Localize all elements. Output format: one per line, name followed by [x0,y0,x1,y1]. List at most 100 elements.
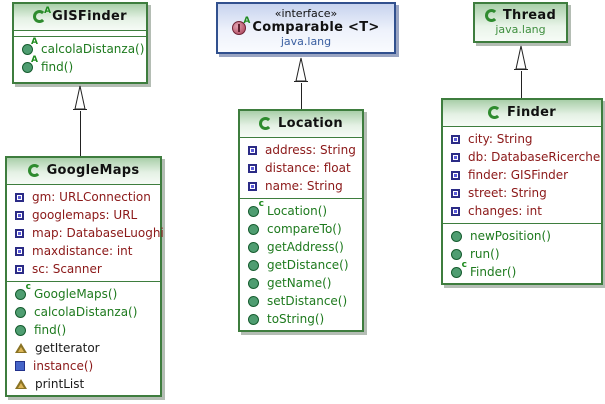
operation-row[interactable]: find() [7,321,160,339]
public-method-icon [451,248,462,260]
class-box-location[interactable]: Location address: String distance: float… [238,109,364,332]
operation-label: newPosition() [470,229,551,243]
attribute-label: changes: int [468,204,542,218]
operation-row[interactable]: getIterator [7,339,160,357]
attribute-row[interactable]: map: DatabaseLuoghi [7,224,164,242]
field-icon [15,210,24,220]
package-label: java.lang [495,23,546,36]
operation-row[interactable]: c GoogleMaps() [7,282,160,303]
class-box-gisfinder[interactable]: A GISFinder A calcolaDistanza() A find() [12,2,148,84]
class-header: A GISFinder [14,4,146,30]
connector-line [79,111,81,156]
class-title: Location [278,116,343,131]
abstract-method-icon: A [22,55,38,73]
operation-label: calcolaDistanza() [34,305,138,319]
operation-label: calcolaDistanza() [41,42,145,56]
attribute-label: city: String [468,132,533,146]
operation-label: toString() [267,312,325,326]
attribute-row[interactable]: googlemaps: URL [7,206,160,224]
operation-label: getAddress() [267,240,344,254]
field-icon [248,181,257,191]
class-icon [259,117,273,130]
attribute-row[interactable]: name: String [240,177,362,195]
attribute-row[interactable]: distance: float [240,159,362,177]
attribute-row[interactable]: changes: int [443,202,601,220]
attribute-label: gm: URLConnection [32,190,151,204]
public-method-icon [248,313,259,325]
attribute-label: sc: Scanner [32,262,102,276]
attribute-row[interactable]: maxdistance: int [7,242,160,260]
inheritance-arrow-googlemaps-to-gisfinder[interactable] [72,85,88,156]
attribute-row[interactable]: sc: Scanner [7,260,160,278]
class-box-finder[interactable]: Finder city: String db: DatabaseRicerche… [441,98,603,285]
operation-row[interactable]: toString() [240,310,362,328]
operation-label: printList [35,377,85,391]
operation-label: getDistance() [267,258,349,272]
public-method-icon [15,324,26,336]
operation-row[interactable]: calcolaDistanza() [7,303,160,321]
class-box-comparable[interactable]: «interface» A Comparable <T> java.lang [216,2,396,54]
operation-row[interactable]: newPosition() [443,227,601,245]
constructor-icon: c [248,199,264,217]
field-icon [451,188,460,198]
operations-section: c Location() compareTo() getAddress() ge… [240,198,362,331]
operation-row[interactable]: A calcolaDistanza() [14,37,146,58]
attribute-label: finder: GISFinder [468,168,569,182]
inheritance-arrow-location-to-comparable[interactable] [293,57,309,109]
class-icon [27,164,41,177]
constructor-icon: c [15,282,31,300]
attribute-row[interactable]: street: String [443,184,601,202]
operation-row[interactable]: getAddress() [240,238,362,256]
class-icon [488,106,502,119]
inheritance-arrowhead-icon [73,85,87,110]
package-label: java.lang [280,35,332,48]
operation-row[interactable]: run() [443,245,601,263]
operation-row[interactable]: compareTo() [240,220,362,238]
attribute-row[interactable]: finder: GISFinder [443,166,601,184]
inheritance-arrowhead-icon [514,45,528,70]
public-method-icon [15,306,26,318]
attribute-label: distance: float [265,161,351,175]
attribute-row[interactable]: address: String [240,141,362,159]
interface-icon: A [232,16,250,35]
inheritance-arrowhead-icon [294,57,308,82]
attribute-row[interactable]: db: DatabaseRicerche [443,148,601,166]
class-box-googlemaps[interactable]: GoogleMaps gm: URLConnection googlemaps:… [5,156,164,397]
attributes-section [14,30,146,36]
inheritance-arrow-finder-to-thread[interactable] [513,45,529,98]
operation-label: getIterator [35,341,100,355]
field-icon [451,170,460,180]
operation-label: find() [41,60,74,74]
attribute-row[interactable]: city: String [443,130,601,148]
operations-section: c GoogleMaps() calcolaDistanza() find() … [7,281,160,396]
attribute-label: map: DatabaseLuoghi [32,226,164,240]
field-icon [248,163,257,173]
attributes-section: address: String distance: float name: St… [240,137,362,198]
public-method-icon [248,295,259,307]
field-icon [451,152,460,162]
class-title: Thread [502,8,557,23]
operation-row[interactable]: instance() [7,357,160,375]
protected-member-icon [15,343,27,353]
operation-row[interactable]: getName() [240,274,362,292]
operation-row[interactable]: c Location() [240,199,362,220]
operation-row[interactable]: getDistance() [240,256,362,274]
attribute-label: name: String [265,179,343,193]
operation-label: Location() [267,204,328,218]
connector-line [300,83,302,109]
operation-label: instance() [33,359,94,373]
attributes-section: gm: URLConnection googlemaps: URL map: D… [7,184,164,281]
operation-row[interactable]: c Finder() [443,260,601,281]
field-icon [15,246,24,256]
attribute-row[interactable]: gm: URLConnection [7,188,160,206]
class-title: Finder [507,105,556,120]
public-method-icon [451,230,462,242]
public-method-icon [248,223,259,235]
operation-row[interactable]: printList [7,375,160,393]
field-icon [451,134,460,144]
operation-label: run() [470,247,500,261]
operation-row[interactable]: setDistance() [240,292,362,310]
class-box-thread[interactable]: Thread java.lang [473,2,568,43]
operation-row[interactable]: A find() [14,55,146,76]
